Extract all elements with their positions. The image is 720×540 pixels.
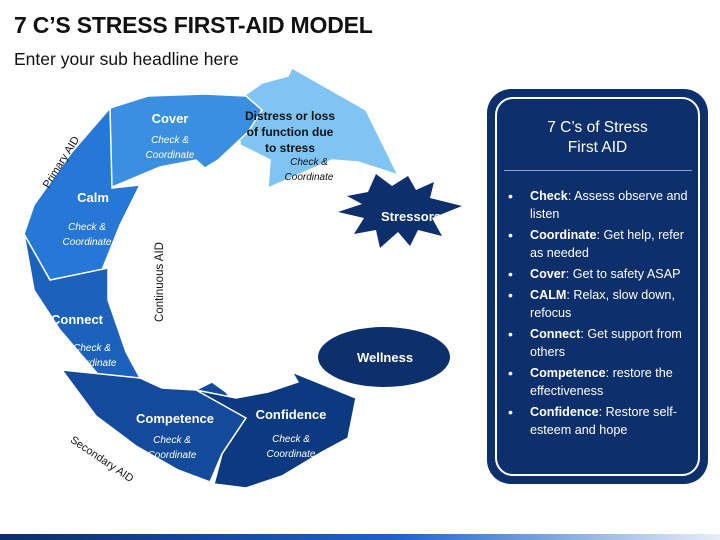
secondary-aid-label: Secondary AID [68,434,136,485]
calm-sub-1: Check & [68,222,106,233]
item-term: Check [530,189,568,203]
stressors-label: Stressors [381,209,441,224]
item-term: Connect [530,327,581,341]
connect-sub-2: Coordinate [68,358,117,369]
cover-title: Cover [152,111,189,126]
item-desc: : Get to safety ASAP [565,267,681,281]
cover-sub-1: Check & [151,135,189,146]
distress-line2: of function due [247,125,334,139]
item-desc: : Assess observe and listen [530,189,688,221]
confidence-sub-1: Check & [272,434,310,445]
panel-list: Check: Assess observe and listen Coordin… [506,187,698,442]
wellness-label: Wellness [357,350,413,365]
item-desc: : Get help, refer as needed [530,228,684,260]
connect-sub-1: Check & [73,343,111,354]
page-subtitle: Enter your sub headline here [14,49,239,69]
stressors-burst [338,174,462,248]
item-term: CALM [530,288,567,302]
cover-sub-2: Coordinate [146,150,195,161]
distress-sub-1: Check & [290,157,328,168]
continuous-aid-label: Continuous AID [154,242,166,322]
confidence-segment [195,370,357,489]
calm-segment [23,106,142,281]
confidence-sub-2: Coordinate [267,449,316,460]
confidence-title: Confidence [256,407,327,422]
item-desc: : Restore self-esteem and hope [530,405,677,437]
panel-title-line1: 7 C’s of Stress [547,119,648,136]
distress-line1: Distress or loss [245,109,335,123]
distress-sub-2: Coordinate [285,172,334,183]
calm-sub-2: Coordinate [63,237,112,248]
wellness-ellipse [318,327,450,387]
item-desc: : restore the effectiveness [530,366,673,398]
info-panel-border [495,97,700,476]
list-item: Connect: Get support from others [506,325,698,361]
distress-arrow [237,66,400,190]
item-desc: : Get support from others [530,327,682,359]
competence-sub-2: Coordinate [148,450,197,461]
item-term: Cover [530,267,566,281]
panel-divider [504,170,692,171]
panel-title-line2: First AID [567,139,628,156]
list-item: Coordinate: Get help, refer as needed [506,226,698,262]
list-item: Confidence: Restore self-esteem and hope [506,403,698,439]
distress-line3: to stress [265,141,315,155]
list-item: Competence: restore the effectiveness [506,364,698,400]
competence-title: Competence [136,411,214,426]
item-term: Coordinate [530,228,597,242]
calm-title: Calm [77,190,109,205]
item-term: Confidence [530,405,599,419]
page-title: 7 C’S STRESS FIRST-AID MODEL [14,12,373,38]
bottom-accent-bar [0,534,720,540]
competence-sub-1: Check & [153,435,191,446]
connect-title: Connect [51,312,104,327]
item-desc: : Relax, slow down, refocus [530,288,675,320]
panel-title: 7 C’s of Stress First AID [487,118,708,158]
list-item: CALM: Relax, slow down, refocus [506,286,698,322]
item-term: Competence [530,366,606,380]
list-item: Cover: Get to safety ASAP [506,265,698,283]
cover-segment [109,93,263,190]
list-item: Check: Assess observe and listen [506,187,698,223]
